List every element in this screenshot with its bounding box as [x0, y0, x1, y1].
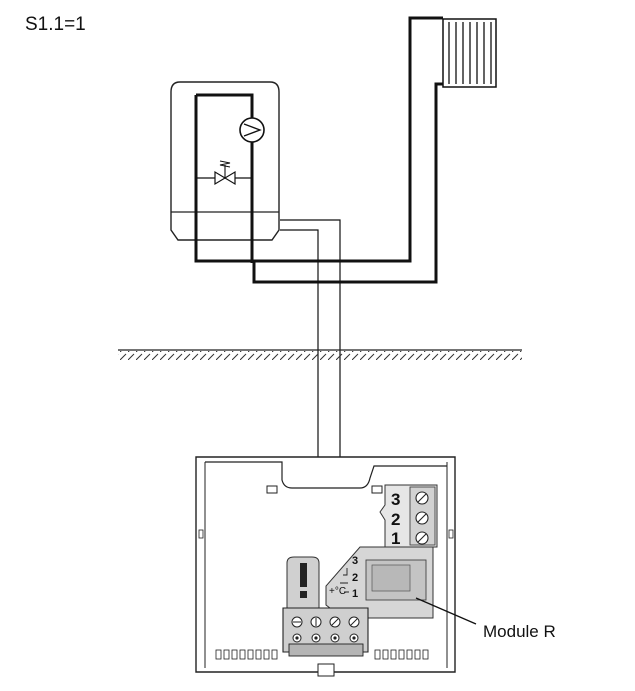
terminal-label-3: 3	[391, 490, 401, 509]
pump-icon	[239, 117, 265, 143]
radiator-icon	[442, 18, 497, 88]
terminal-screw-1	[415, 531, 429, 545]
heating-pipes	[194, 16, 443, 284]
module-r-leader	[415, 597, 477, 625]
terminal-screw-3	[415, 491, 429, 505]
ground-line	[118, 349, 522, 360]
terminal-label-2: 2	[391, 510, 401, 529]
relay-terminal-label-3: 3	[352, 555, 359, 567]
module-r-label: Module R	[483, 622, 556, 641]
module-r	[325, 546, 434, 619]
mains-terminal-block	[282, 607, 369, 657]
terminal-label-1: 1	[391, 529, 401, 548]
terminal-screw-2	[415, 511, 429, 525]
warning-icon	[286, 556, 320, 609]
relay-temp-symbol: +°C	[329, 586, 347, 597]
setting-label: S1.1=1	[25, 14, 86, 35]
mixing-valve-icon	[214, 160, 236, 186]
relay-terminal-label-2: 2	[352, 572, 359, 584]
relay-terminal-label-1: 1	[352, 588, 359, 600]
